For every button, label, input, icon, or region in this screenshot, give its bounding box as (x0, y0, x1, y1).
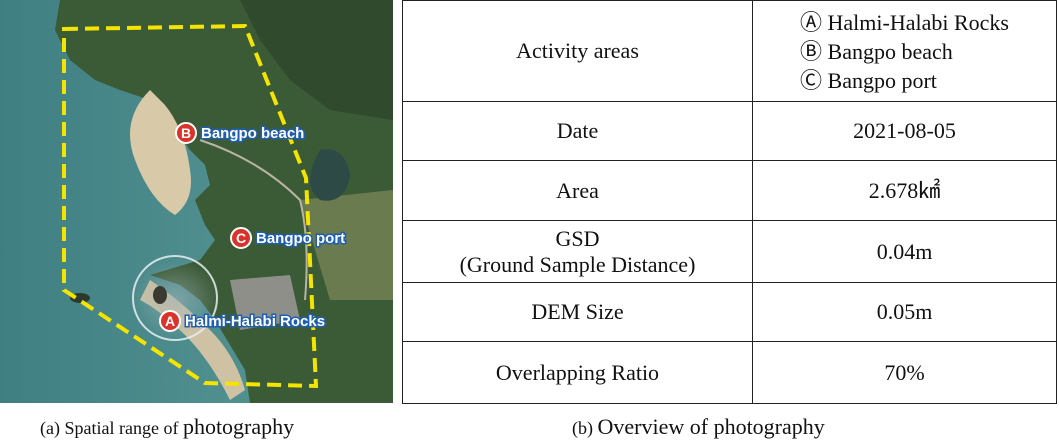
overlapping-ratio-label: Overlapping Ratio (402, 341, 753, 404)
caption-a: (a) Spatial range of photography (40, 414, 294, 441)
rocks-range-circle (132, 255, 218, 341)
marker-b-letter: B (181, 125, 191, 141)
marker-a-letter: A (165, 313, 175, 329)
activity-areas-value: Ⓐ Halmi-Halabi Rocks Ⓑ Bangpo beach Ⓒ Ba… (752, 0, 1057, 102)
table-row-overlapping-ratio: Overlapping Ratio 70% (402, 341, 1057, 404)
table-row-gsd: GSD (Ground Sample Distance) 0.04m (402, 220, 1057, 283)
aerial-photo: B Bangpo beach C Bangpo port A Halmi-Hal… (0, 0, 393, 403)
dem-size-label: DEM Size (402, 282, 753, 342)
marker-c-icon (230, 227, 252, 249)
port-area (230, 275, 300, 330)
label-bangpo-beach: Bangpo beach (201, 125, 304, 142)
marker-halmi-halabi-rocks: A Halmi-Halabi Rocks (159, 310, 327, 332)
forest-hill (240, 0, 393, 120)
table-row-date: Date 2021-08-05 (402, 101, 1057, 161)
activity-areas-list: Ⓐ Halmi-Halabi Rocks Ⓑ Bangpo beach Ⓒ Ba… (800, 8, 1009, 95)
forest-land (55, 0, 393, 403)
road (199, 139, 308, 301)
area-label: Area (402, 160, 753, 221)
activity-area-c: Ⓒ Bangpo port (800, 67, 937, 93)
date-label: Date (402, 101, 753, 161)
table-row-dem-size: DEM Size 0.05m (402, 282, 1057, 342)
caption-a-prefix: (a) Spatial range of (40, 418, 183, 438)
caption-b-prefix: (b) (572, 418, 598, 438)
marker-b-icon (175, 122, 197, 144)
area-value: 2.678㎢ (752, 160, 1057, 221)
survey-boundary (62, 23, 319, 389)
caption-b: (b) Overview of photography (572, 414, 825, 441)
overview-table: Activity areas Ⓐ Halmi-Halabi Rocks Ⓑ Ba… (402, 0, 1057, 404)
tidal-flat (130, 260, 220, 340)
marker-c-letter: C (236, 230, 246, 246)
gsd-label-line1: GSD (555, 225, 600, 251)
gsd-label-line2: (Ground Sample Distance) (459, 251, 696, 277)
overlapping-ratio-value: 70% (752, 341, 1057, 404)
reservoir (310, 149, 350, 201)
caption-b-text: Overview of photography (597, 414, 825, 439)
date-value: 2021-08-05 (752, 101, 1057, 161)
marker-bangpo-beach: B Bangpo beach (175, 122, 306, 144)
activity-area-b: Ⓑ Bangpo beach (800, 38, 953, 64)
marker-a-icon (159, 310, 181, 332)
label-halmi-halabi-rocks: Halmi-Halabi Rocks (185, 313, 325, 330)
activity-areas-label: Activity areas (402, 0, 753, 102)
dem-size-value: 0.05m (752, 282, 1057, 342)
farm-fields (300, 190, 393, 300)
gsd-label: GSD (Ground Sample Distance) (402, 220, 753, 283)
gsd-value: 0.04m (752, 220, 1057, 283)
table-row-activity-areas: Activity areas Ⓐ Halmi-Halabi Rocks Ⓑ Ba… (402, 0, 1057, 102)
caption-a-text: photography (182, 414, 295, 439)
aerial-photo-canvas: B Bangpo beach C Bangpo port A Halmi-Hal… (0, 0, 393, 403)
marker-bangpo-port: C Bangpo port (230, 227, 347, 249)
beach-sand (130, 90, 191, 215)
activity-area-a: Ⓐ Halmi-Halabi Rocks (800, 9, 1009, 35)
label-bangpo-port: Bangpo port (256, 230, 345, 247)
rock-halmi (153, 286, 167, 304)
table-row-area: Area 2.678㎢ (402, 160, 1057, 221)
